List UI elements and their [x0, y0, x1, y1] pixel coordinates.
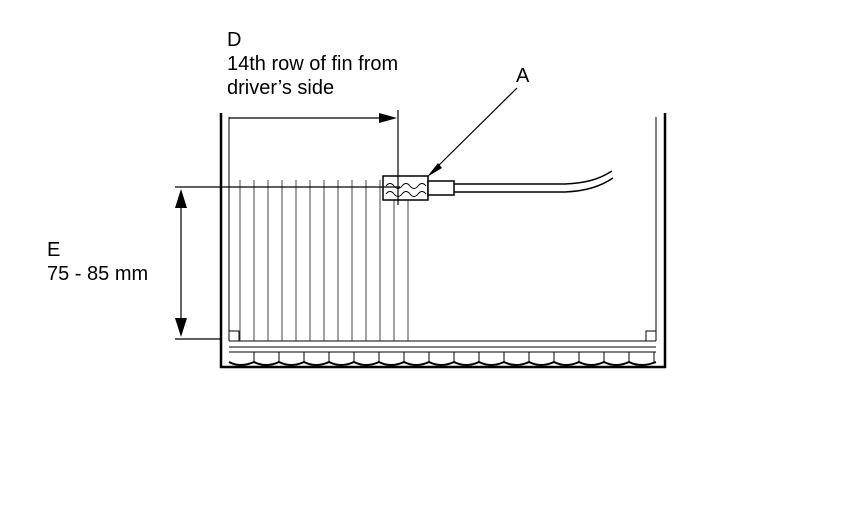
temperature-sensor: [382, 170, 614, 201]
dimension-d: [229, 110, 399, 205]
dimension-e: [175, 186, 400, 340]
label-a: A: [516, 65, 530, 87]
evaporator-housing: [219, 113, 667, 369]
leader-a: [427, 87, 518, 177]
fin-rows: [239, 180, 409, 341]
label-e: E: [47, 239, 61, 261]
bottom-tank: [228, 340, 657, 366]
label-d-description: 14th row of fin from driver’s side: [227, 53, 399, 99]
label-e-value: 75 - 85 mm: [47, 263, 149, 285]
label-d: D: [227, 29, 242, 51]
tank-divisions: [253, 352, 655, 362]
